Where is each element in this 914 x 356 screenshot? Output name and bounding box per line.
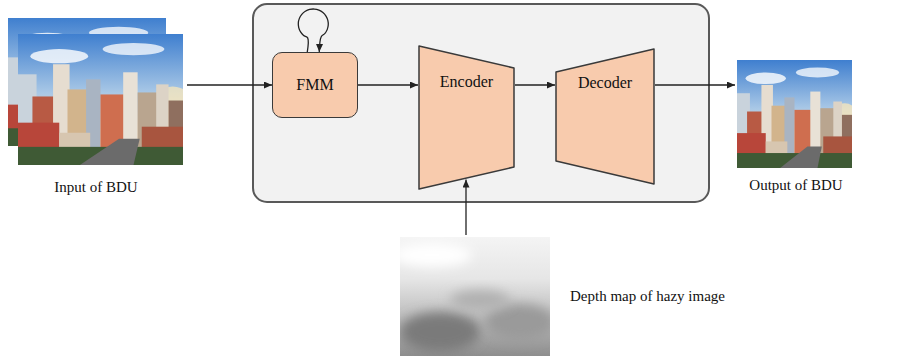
- block-outline: [418, 45, 515, 190]
- encoder-block: Encoder: [418, 45, 515, 190]
- node-label: FMM: [296, 75, 333, 94]
- input-photo-back: [8, 18, 176, 146]
- trapezoid-shape: [556, 49, 654, 184]
- depth-map-image: [400, 237, 550, 356]
- flow-arrow: [298, 9, 328, 52]
- node-label: Decoder: [578, 73, 632, 92]
- process-box: FMM: [272, 52, 358, 118]
- depth-map: Depth map of hazy image: [398, 235, 868, 356]
- output-photo: [737, 60, 859, 168]
- decoder-block: Decoder: [555, 48, 655, 185]
- output-image: Output of BDU: [735, 58, 857, 200]
- node-label: Encoder: [440, 72, 493, 91]
- node-label: Input of BDU: [54, 178, 137, 196]
- flow-arrow: [655, 84, 735, 85]
- input-image: Input of BDU: [5, 10, 187, 200]
- node-label: Output of BDU: [749, 176, 842, 194]
- block-outline: [555, 48, 655, 185]
- flow-arrow: [187, 84, 272, 85]
- trapezoid-shape: [419, 46, 514, 189]
- flow-arrow: [515, 84, 555, 85]
- flow-arrow: [358, 84, 418, 85]
- node-label: Depth map of hazy image: [570, 287, 725, 305]
- flow-arrow: [465, 180, 466, 235]
- module-frame: [253, 4, 709, 202]
- input-photo-front: [18, 34, 193, 165]
